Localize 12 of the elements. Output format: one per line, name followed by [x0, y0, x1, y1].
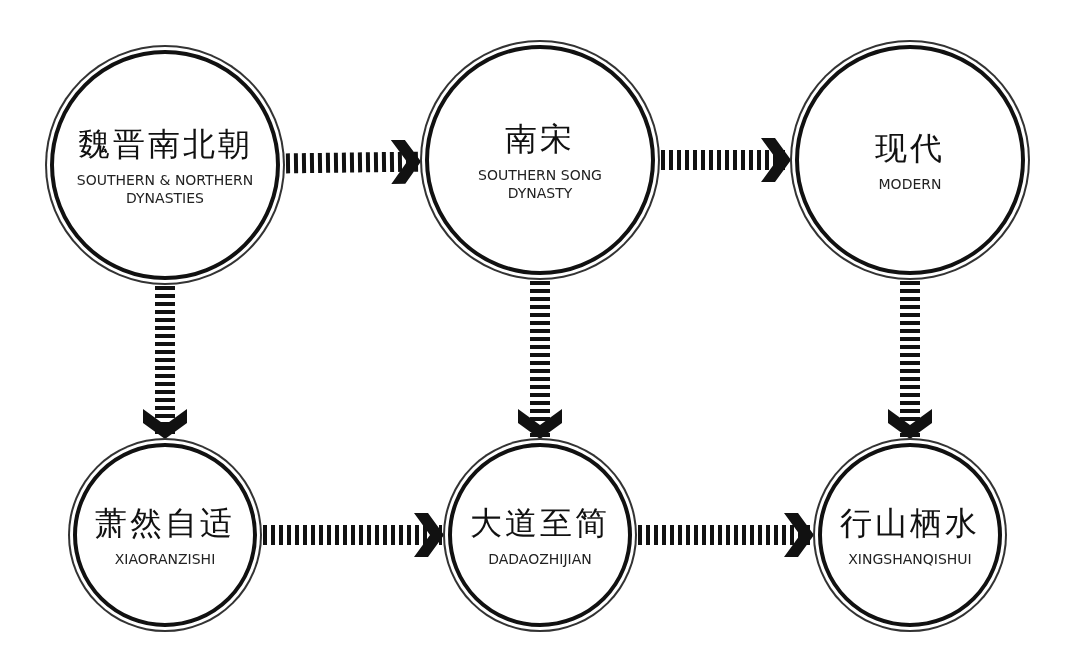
node-subtitle: MODERN	[878, 174, 942, 194]
node-title: 行山栖水	[840, 502, 980, 544]
node-subtitle: SOUTHERN SONG DYNASTY	[477, 165, 603, 203]
node-title: 南宋	[505, 118, 575, 160]
node-subtitle: XINGSHANQISHUI	[848, 549, 972, 569]
node-subtitle: DADAOZHIJIAN	[488, 549, 592, 569]
node-title: 魏晋南北朝	[77, 123, 253, 165]
node-title: 萧然自适	[95, 502, 235, 544]
node-title: 现代	[875, 127, 945, 169]
node-subtitle: SOUTHERN & NORTHERN DYNASTIES	[75, 170, 255, 208]
node-title: 大道至简	[470, 502, 610, 544]
node-subtitle: XIAORANZISHI	[114, 549, 216, 569]
